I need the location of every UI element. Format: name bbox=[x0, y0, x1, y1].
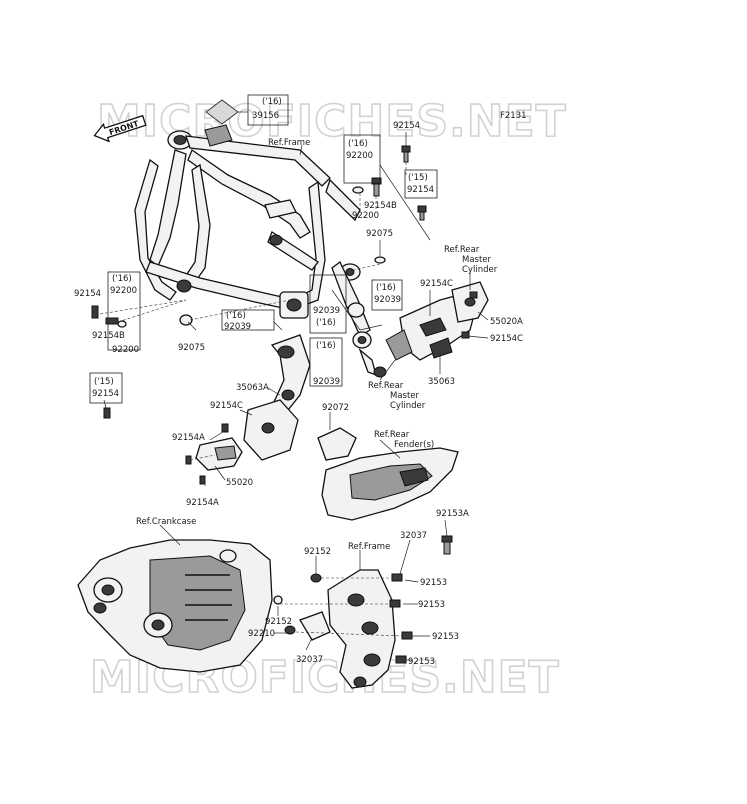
label-92200: 92200 bbox=[346, 151, 373, 161]
label-92200: 92200 bbox=[352, 211, 379, 221]
label-92154b: 92154B bbox=[92, 331, 125, 341]
label-92039: 92039 bbox=[224, 322, 251, 332]
label-92153: 92153 bbox=[420, 578, 447, 588]
label-year-16: ('16) bbox=[348, 139, 368, 149]
label-92154: 92154 bbox=[393, 121, 420, 131]
label-92152: 92152 bbox=[265, 617, 292, 627]
label-92154c: 92154C bbox=[490, 334, 523, 344]
label-92153a: 92153A bbox=[436, 509, 469, 519]
label-ref-frame: Ref.Frame bbox=[348, 542, 390, 552]
label-ref-rear-fender: Fender(s) bbox=[394, 440, 434, 450]
crankcase bbox=[77, 539, 273, 673]
label-92039: 92039 bbox=[374, 295, 401, 305]
label-92153: 92153 bbox=[432, 632, 459, 642]
label-year-15: ('15) bbox=[408, 173, 428, 183]
label-ref-rear-fender: Ref.Rear bbox=[374, 430, 410, 440]
label-32037: 32037 bbox=[296, 655, 323, 665]
label-92154: 92154 bbox=[92, 389, 119, 399]
label-year-16: ('16) bbox=[316, 318, 336, 328]
label-92154a: 92154A bbox=[186, 498, 219, 508]
label-92200: 92200 bbox=[112, 345, 139, 355]
year-boxes bbox=[89, 94, 438, 404]
label-92154b: 92154B bbox=[364, 201, 397, 211]
main-frame bbox=[134, 124, 387, 378]
side-plate-left bbox=[195, 334, 311, 471]
part-labels: ('16) 39156 Ref.Frame 92154 ('16) 92200 … bbox=[74, 97, 523, 667]
label-ref-rear-master: Cylinder bbox=[462, 265, 498, 275]
label-92153: 92153 bbox=[418, 600, 445, 610]
label-ref-rear-master: Cylinder bbox=[390, 401, 426, 411]
label-92075: 92075 bbox=[178, 343, 205, 353]
label-ref-rear-master: Ref.Rear bbox=[368, 381, 404, 391]
label-92154: 92154 bbox=[407, 185, 434, 195]
label-55020a: 55020A bbox=[490, 317, 523, 327]
rear-fender bbox=[317, 427, 459, 521]
label-35063: 35063 bbox=[428, 377, 455, 387]
side-plate-right bbox=[385, 281, 489, 361]
label-92072: 92072 bbox=[322, 403, 349, 413]
label-55020: 55020 bbox=[226, 478, 253, 488]
label-ref-frame: Ref.Frame bbox=[268, 138, 310, 148]
label-92039: 92039 bbox=[313, 377, 340, 387]
label-92075: 92075 bbox=[366, 229, 393, 239]
label-92039: 92039 bbox=[313, 306, 340, 316]
label-ref-rear-master: Ref.Rear bbox=[444, 245, 480, 255]
label-year-16: ('16) bbox=[112, 274, 132, 284]
label-ref-rear-master: Master bbox=[462, 255, 492, 265]
label-92152: 92152 bbox=[304, 547, 331, 557]
label-year-16: ('16) bbox=[316, 341, 336, 351]
fasteners bbox=[91, 145, 478, 664]
label-92210: 92210 bbox=[248, 629, 275, 639]
label-year-15: ('15) bbox=[94, 377, 114, 387]
label-year-16: ('16) bbox=[376, 283, 396, 293]
label-year-16: ('16) bbox=[226, 311, 246, 321]
label-39156: 39156 bbox=[252, 111, 279, 121]
label-92200: 92200 bbox=[110, 286, 137, 296]
label-92154a: 92154A bbox=[172, 433, 205, 443]
label-92153: 92153 bbox=[408, 657, 435, 667]
label-92154c: 92154C bbox=[210, 401, 243, 411]
label-32037: 32037 bbox=[400, 531, 427, 541]
label-92154c: 92154C bbox=[420, 279, 453, 289]
leader-lines bbox=[99, 111, 489, 661]
label-ref-rear-master: Master bbox=[390, 391, 420, 401]
label-35063a: 35063A bbox=[236, 383, 269, 393]
label-year-16: ('16) bbox=[262, 97, 282, 107]
label-92154: 92154 bbox=[74, 289, 101, 299]
label-ref-crankcase: Ref.Crankcase bbox=[136, 517, 196, 527]
diagram-code: F2131 bbox=[500, 111, 527, 121]
